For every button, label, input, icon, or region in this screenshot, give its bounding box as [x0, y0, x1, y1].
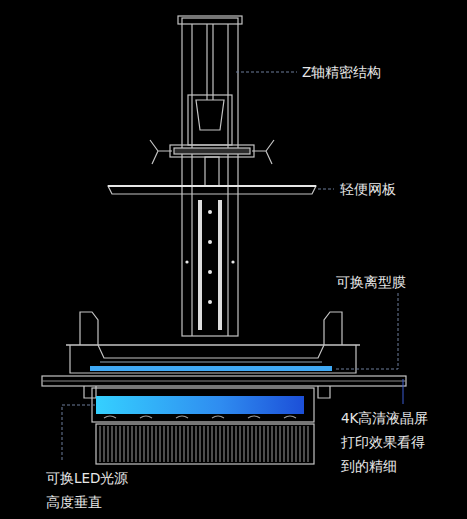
- vat-rim: [66, 344, 360, 346]
- holder-arm: [150, 140, 172, 164]
- leader-line: [403, 379, 404, 404]
- rail-bar: [218, 200, 222, 330]
- leader-line: [62, 405, 95, 462]
- holder-arm: [252, 140, 274, 164]
- rail-line: [191, 24, 192, 336]
- base-plate: [42, 376, 406, 386]
- plate-holder: [170, 145, 254, 157]
- vat-post: [324, 312, 342, 345]
- carriage-detail: [196, 100, 224, 130]
- rail-bar: [198, 200, 202, 330]
- release-film: [100, 361, 322, 362]
- vat-post: [80, 312, 98, 345]
- callout-label: 轻便网板: [340, 177, 396, 201]
- callout-label: 4K高清液晶屏 打印效果看得 到的精细: [341, 406, 428, 478]
- leader-line: [236, 72, 297, 73]
- build-plate: [108, 186, 316, 194]
- heatsink-fins: [100, 426, 308, 462]
- led-light: [96, 396, 304, 414]
- rail-dot: [208, 210, 212, 214]
- z-carriage: [188, 95, 232, 145]
- side-bracket: [318, 386, 330, 398]
- rail-dot: [208, 240, 212, 244]
- vat-inner: [98, 345, 324, 358]
- rail-dot: [208, 270, 212, 274]
- build-plate-top: [108, 185, 316, 187]
- base-plate-line: [42, 380, 406, 381]
- rail-dot: [231, 260, 234, 263]
- rail-line: [227, 24, 228, 336]
- lead-screw: [212, 24, 213, 100]
- plate-holder-inner: [174, 148, 250, 154]
- lead-screw: [206, 24, 207, 100]
- heatsink: [96, 424, 314, 464]
- leader-line: [334, 293, 398, 369]
- column-cap: [178, 16, 242, 24]
- z-column: [182, 18, 238, 336]
- led-housing: [92, 388, 314, 422]
- vat-body: [70, 345, 356, 373]
- callout-label: Z轴精密结构: [302, 60, 381, 84]
- led-lens: [104, 416, 296, 418]
- rail-dot: [185, 260, 188, 263]
- callout-label: 可换LED光源 高度垂直: [46, 466, 128, 514]
- callout-label: 可换离型膜: [336, 270, 406, 294]
- lcd-screen: [90, 366, 332, 371]
- plate-stem: [205, 157, 219, 186]
- leader-line: [318, 189, 334, 190]
- rail-dot: [208, 300, 212, 304]
